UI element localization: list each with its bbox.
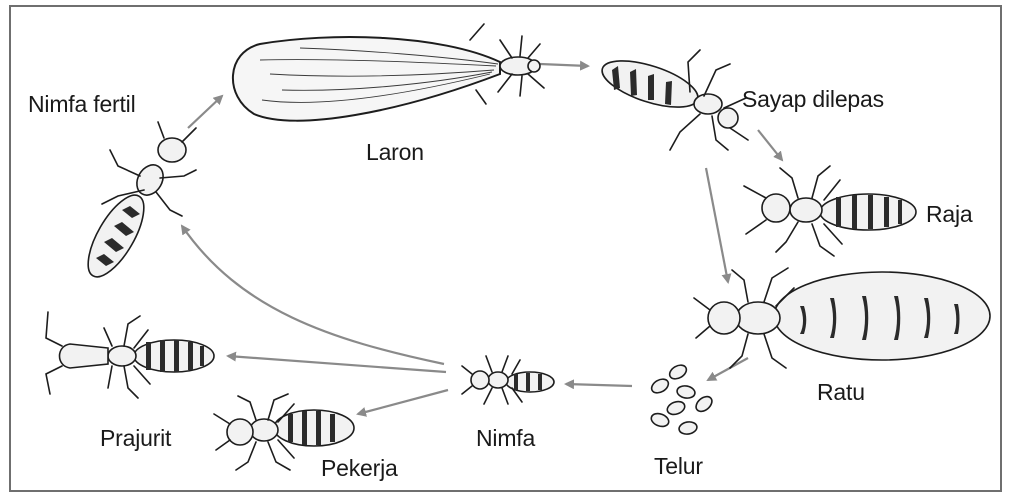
arrow-telur-to-nimfa xyxy=(566,384,632,386)
label-pekerja: Pekerja xyxy=(321,457,398,480)
prajurit-illustration xyxy=(46,312,214,398)
nimfa-fertil-illustration xyxy=(77,122,196,285)
label-laron: Laron xyxy=(366,141,424,164)
label-nimfa-fertil: Nimfa fertil xyxy=(28,93,136,116)
label-nimfa: Nimfa xyxy=(476,427,535,450)
label-ratu: Ratu xyxy=(817,381,865,404)
arrow-nimfa-fertil-to-laron xyxy=(188,96,222,128)
raja-illustration xyxy=(744,166,916,256)
arrow-ratu-to-telur xyxy=(708,358,748,380)
arrow-nimfa-to-pekerja xyxy=(358,390,448,414)
arrow-sayap-dilepas-to-ratu xyxy=(706,168,728,282)
label-prajurit: Prajurit xyxy=(100,427,171,450)
ratu-illustration xyxy=(694,268,990,368)
label-telur: Telur xyxy=(654,455,703,478)
dealate-illustration xyxy=(597,50,748,150)
arrow-laron-to-sayap-dilepas xyxy=(540,64,588,66)
arrow-nimfa-to-prajurit xyxy=(228,356,446,372)
nimfa-illustration xyxy=(462,356,554,404)
label-raja: Raja xyxy=(926,203,973,226)
laron-illustration xyxy=(233,24,544,121)
arrow-sayap-dilepas-to-raja xyxy=(758,130,782,160)
label-sayap-dilepas: Sayap dilepas xyxy=(742,88,884,111)
eggs-illustration xyxy=(649,362,715,435)
arrow-nimfa-to-nimfa-fertil xyxy=(182,226,444,364)
